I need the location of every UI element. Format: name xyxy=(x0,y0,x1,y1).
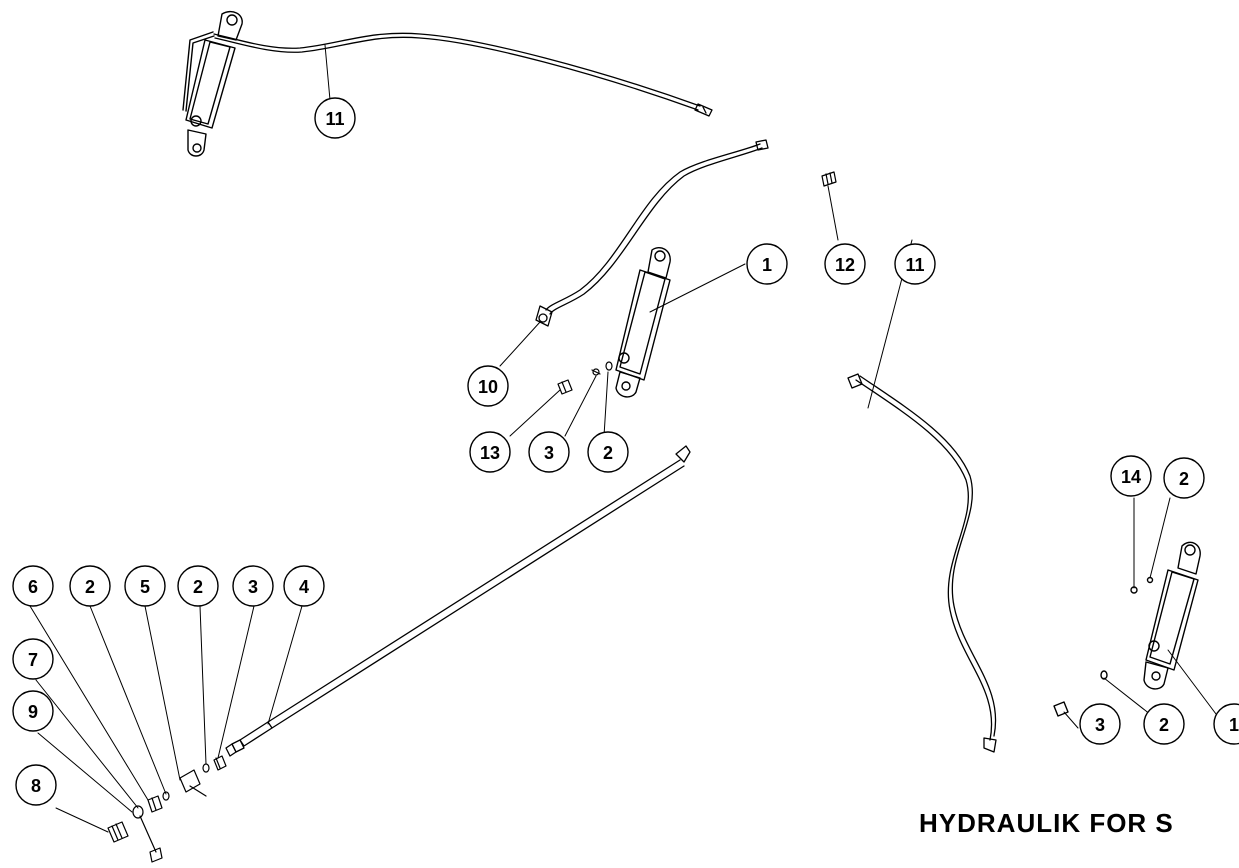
balloon-1-right: 1 xyxy=(1213,703,1239,745)
balloon-3-right: 3 xyxy=(1079,703,1121,745)
hose-10 xyxy=(535,139,769,327)
balloon-10: 10 xyxy=(467,365,509,407)
balloon-3-mid: 3 xyxy=(528,431,570,473)
balloon-13: 13 xyxy=(469,431,511,473)
balloon-6: 6 xyxy=(12,565,54,607)
svg-text:4: 4 xyxy=(299,577,309,597)
balloon-2-left-b: 2 xyxy=(177,565,219,607)
svg-text:12: 12 xyxy=(835,255,855,275)
balloon-5: 5 xyxy=(124,565,166,607)
balloon-2-mid: 2 xyxy=(587,431,629,473)
balloon-3-left: 3 xyxy=(232,565,274,607)
balloon-2-left-a: 2 xyxy=(69,565,111,607)
fittings-left-group xyxy=(107,755,227,863)
svg-text:10: 10 xyxy=(478,377,498,397)
svg-text:11: 11 xyxy=(905,255,924,275)
balloon-2-right-top: 2 xyxy=(1163,457,1205,499)
svg-text:13: 13 xyxy=(480,443,500,463)
svg-text:9: 9 xyxy=(28,702,38,722)
svg-text:7: 7 xyxy=(28,650,38,670)
svg-text:2: 2 xyxy=(1179,469,1189,489)
balloon-12: 12 xyxy=(824,243,866,285)
hose-11-top xyxy=(213,32,713,117)
balloon-2-right-bot: 2 xyxy=(1143,703,1185,745)
hose-4 xyxy=(225,445,691,757)
svg-text:3: 3 xyxy=(248,577,258,597)
drawing-title: HYDRAULIK FOR S xyxy=(919,808,1174,838)
part-balloons: 11 1 12 11 10 13 3 2 14 2 6 2 5 2 3 4 7 … xyxy=(12,97,1239,806)
balloon-11-top: 11 xyxy=(314,97,356,139)
balloon-11-right: 11 xyxy=(894,243,936,285)
balloon-14: 14 xyxy=(1110,455,1152,497)
svg-text:2: 2 xyxy=(1159,715,1169,735)
balloon-4: 4 xyxy=(283,565,325,607)
balloon-1-mid: 1 xyxy=(746,243,788,285)
small-parts-middle xyxy=(557,361,613,395)
svg-text:3: 3 xyxy=(1095,715,1105,735)
svg-text:2: 2 xyxy=(85,577,95,597)
leader-lines xyxy=(29,44,1223,833)
svg-text:1: 1 xyxy=(762,255,772,275)
svg-text:11: 11 xyxy=(325,109,344,129)
cylinder-top-left xyxy=(182,10,243,157)
svg-text:5: 5 xyxy=(140,577,150,597)
svg-text:2: 2 xyxy=(603,443,613,463)
fitting-12 xyxy=(821,171,837,187)
svg-text:8: 8 xyxy=(31,776,41,796)
svg-text:1: 1 xyxy=(1229,715,1239,735)
hose-11-right xyxy=(847,373,997,753)
svg-text:14: 14 xyxy=(1121,467,1141,487)
svg-text:3: 3 xyxy=(544,443,554,463)
cylinder-middle xyxy=(615,246,671,398)
balloon-8: 8 xyxy=(15,764,57,806)
svg-text:6: 6 xyxy=(28,577,38,597)
balloon-9: 9 xyxy=(12,690,54,732)
balloon-7: 7 xyxy=(12,638,54,680)
svg-text:2: 2 xyxy=(193,577,203,597)
cylinder-right xyxy=(1053,541,1201,717)
